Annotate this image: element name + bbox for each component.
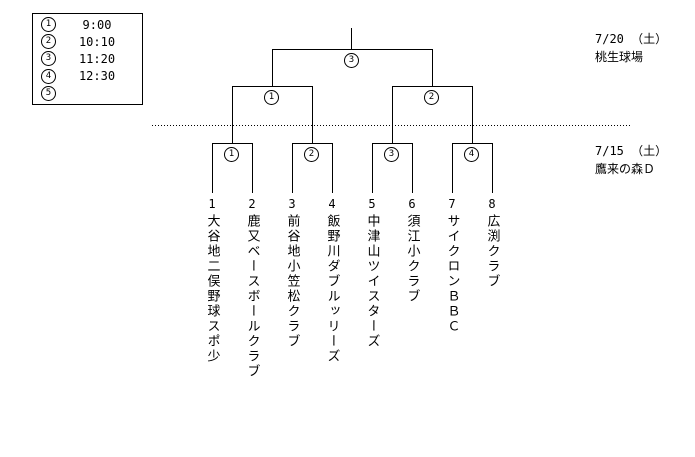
session-info-first-day: 7/15 （土） 鷹来の森Ｄ — [595, 142, 667, 178]
team-8-line — [492, 143, 493, 193]
session-venue: 鷹来の森Ｄ — [595, 162, 656, 176]
team-1-line — [212, 143, 213, 193]
team-column: 2 鹿又ベースボールクラブ — [232, 194, 272, 379]
qf-2-winner-line — [312, 86, 313, 143]
team-7-line — [452, 143, 453, 193]
team-name: 鹿又ベースボールクラブ — [244, 214, 260, 379]
schedule-table: 1 9:00 2 10:10 3 11:20 4 12:30 5 — [32, 13, 143, 105]
team-column: 8 広渕クラブ — [472, 194, 512, 289]
team-column: 1 大谷地二俣野球スポ少 — [192, 194, 232, 364]
team-seed: 7 — [448, 197, 456, 211]
team-5-line — [372, 143, 373, 193]
qf-2-badge: 2 — [304, 147, 319, 162]
team-seed: 6 — [408, 197, 416, 211]
qf-2-line — [292, 143, 333, 144]
final-line — [272, 49, 433, 50]
match-time: 12:30 — [78, 69, 116, 84]
session-venue: 桃生球場 — [595, 50, 644, 64]
team-column: 3 前谷地小笠松クラブ — [272, 194, 312, 349]
schedule-row: 2 10:10 — [41, 34, 138, 50]
qf-4-line — [452, 143, 493, 144]
team-seed: 8 — [488, 197, 496, 211]
champion-line — [351, 28, 352, 49]
match-number-badge: 5 — [41, 85, 56, 101]
team-name: 広渕クラブ — [484, 214, 500, 289]
team-6-line — [412, 143, 413, 193]
qf-4-badge: 4 — [464, 147, 479, 162]
final-right-drop-line — [432, 49, 433, 86]
match-number-badge: 3 — [41, 51, 56, 67]
team-column: 6 須江小クラブ — [392, 194, 432, 304]
match-time: 9:00 — [82, 17, 112, 32]
schedule-row: 3 11:20 — [41, 51, 138, 67]
semifinal-2-badge: 2 — [424, 90, 439, 105]
team-name: 須江小クラブ — [404, 214, 420, 304]
qf-1-badge: 1 — [224, 147, 239, 162]
schedule-row: 5 — [41, 85, 138, 101]
team-4-line — [332, 143, 333, 193]
team-column: 5 中津山ツイスターズ — [352, 194, 392, 349]
semifinal-1-badge: 1 — [264, 90, 279, 105]
team-seed: 2 — [248, 197, 256, 211]
team-seed: 4 — [328, 197, 336, 211]
team-name: 大谷地二俣野球スポ少 — [204, 214, 220, 364]
team-name: 前谷地小笠松クラブ — [284, 214, 300, 349]
qf-3-winner-line — [392, 86, 393, 143]
team-3-line — [292, 143, 293, 193]
schedule-row: 4 12:30 — [41, 68, 138, 84]
match-number-badge: 2 — [41, 34, 56, 50]
qf-4-winner-line — [472, 86, 473, 143]
team-name: 飯野川ダブルッリーズ — [324, 214, 340, 364]
match-time: 10:10 — [78, 34, 116, 49]
semifinal-2-line — [392, 86, 473, 87]
qf-3-badge: 3 — [384, 147, 399, 162]
session-date: 7/20 （土） — [595, 32, 668, 46]
team-column: 4 飯野川ダブルッリーズ — [312, 194, 352, 364]
team-2-line — [252, 143, 253, 193]
qf-1-line — [212, 143, 253, 144]
team-name: サイクロンＢＢＣ — [444, 214, 460, 334]
qf-3-line — [372, 143, 413, 144]
final-left-drop-line — [272, 49, 273, 86]
schedule-row: 1 9:00 — [41, 17, 138, 33]
team-seed: 5 — [368, 197, 376, 211]
team-column: 7 サイクロンＢＢＣ — [432, 194, 472, 334]
semifinal-1-line — [232, 86, 313, 87]
match-number-badge: 1 — [41, 17, 56, 33]
match-time: 11:20 — [78, 51, 116, 66]
final-match-badge: 3 — [344, 53, 359, 68]
match-number-badge: 4 — [41, 68, 56, 84]
team-name: 中津山ツイスターズ — [364, 214, 380, 349]
qf-1-winner-line — [232, 86, 233, 143]
team-seed: 1 — [208, 197, 216, 211]
session-date: 7/15 （土） — [595, 144, 668, 158]
team-seed: 3 — [288, 197, 296, 211]
session-info-final-day: 7/20 （土） 桃生球場 — [595, 30, 667, 66]
